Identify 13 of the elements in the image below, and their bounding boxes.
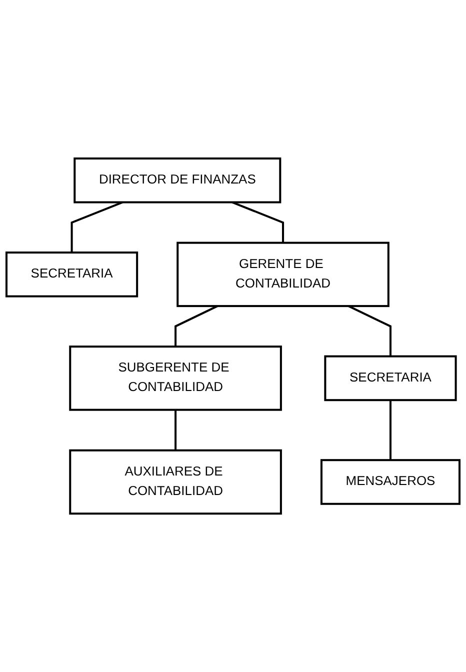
- connector: [70, 201, 123, 252]
- node-box: [69, 449, 282, 515]
- node-box: [176, 242, 390, 308]
- connector: [174, 410, 177, 450]
- node-box: [320, 459, 461, 505]
- connector: [389, 400, 392, 460]
- connector: [232, 201, 284, 243]
- node-box: [74, 157, 282, 204]
- org-chart: DIRECTOR DE FINANZAS SECRETARIA GERENTE DE CONTABILIDAD SECRETARIA SUBGERENTE DE CONTABILIDAD AUXILIARES DE CONTABILIDAD MENSAJEROS: [0, 152, 466, 520]
- node-box: [5, 251, 138, 298]
- connector: [174, 305, 218, 347]
- node-box: [324, 355, 457, 402]
- node-box: [69, 346, 282, 411]
